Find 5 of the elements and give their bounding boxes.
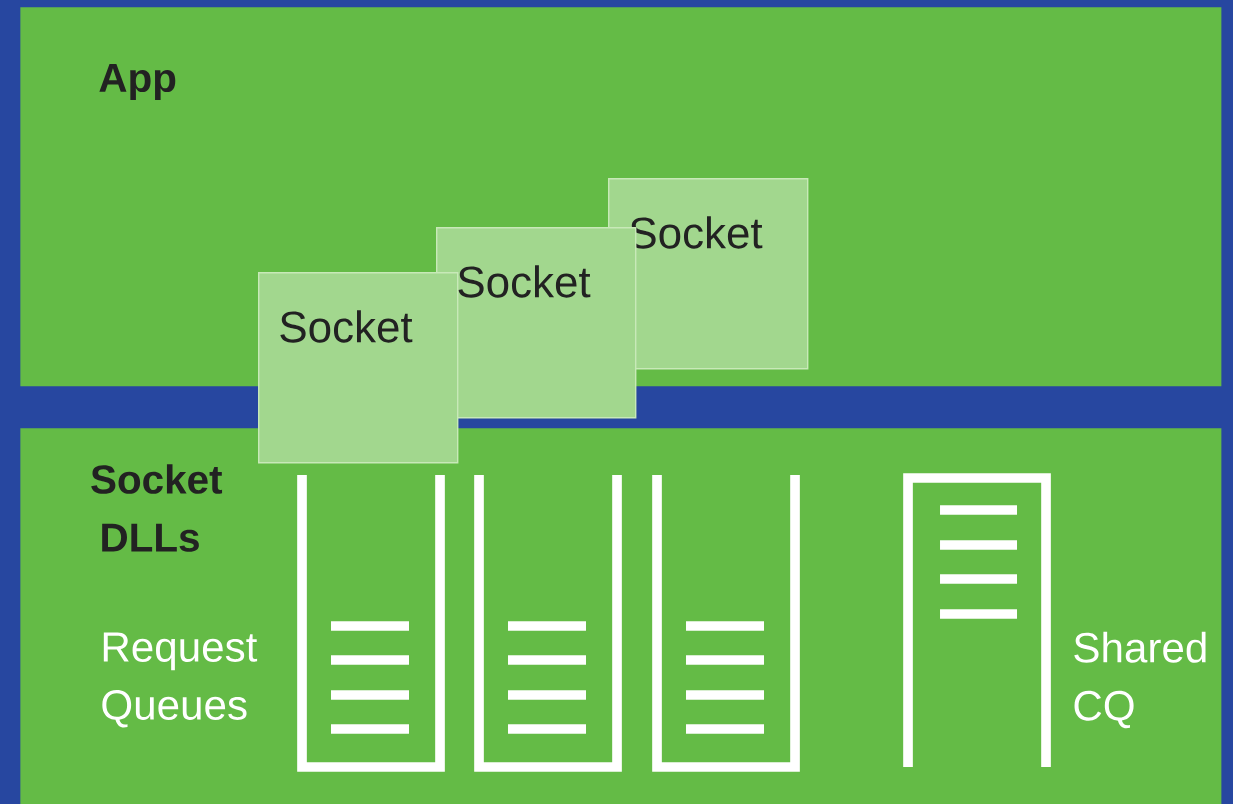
- socket-box: Socket: [258, 272, 459, 464]
- socket-box: Socket: [436, 227, 637, 419]
- socket-box: Socket: [608, 178, 809, 370]
- queue-label: Request Queues: [102, 632, 258, 728]
- queue-label: Shared CQ: [1074, 631, 1206, 729]
